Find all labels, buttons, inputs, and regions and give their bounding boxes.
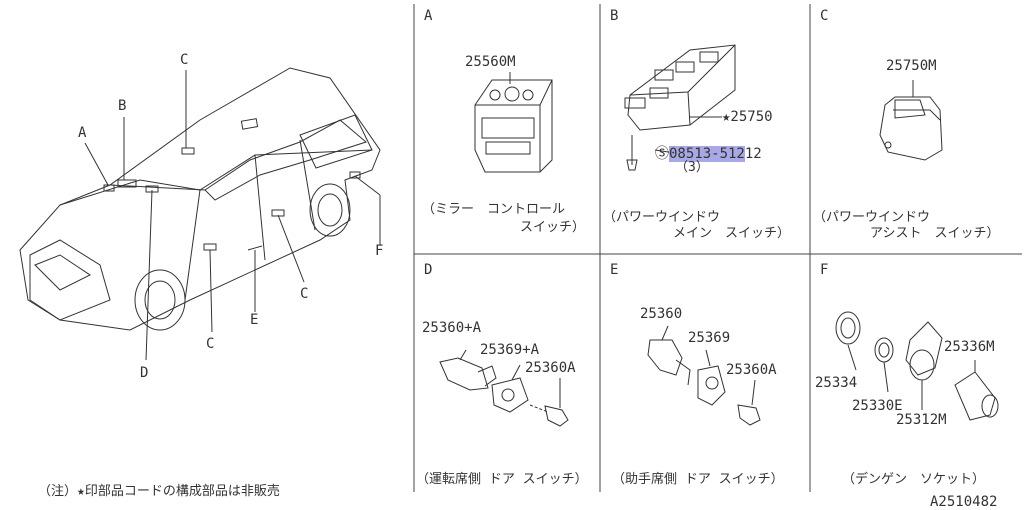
part-25369-label: 25369 [688, 330, 731, 346]
callout-e: E [250, 312, 259, 328]
part-25750-label: ★25750 [722, 109, 773, 125]
part-25334-label: 25334 [815, 375, 858, 391]
part-25369+A-label: 25369+A [480, 342, 540, 358]
part-25750M-label: 25750M [886, 58, 937, 74]
part-25360A-d-label: 25360A [525, 360, 576, 376]
panel-d-caption: （運転席側 ドア スイッチ） [416, 472, 588, 487]
callout-d: D [140, 365, 149, 381]
part-25750M-drawing [879, 80, 943, 161]
panel-b-caption-2: メイン スイッチ） [673, 226, 791, 241]
highlight-08513-512: 08513-512 [669, 146, 745, 162]
part-25336M-drawing [835, 311, 999, 421]
part-25336M-label: 25336M [944, 339, 995, 355]
part-08513-51212-label: Ⓢ08513-51212 [655, 146, 762, 162]
part-25560M-label: 25560M [465, 54, 516, 70]
panel-e-caption: （助手席側 ドア スイッチ） [612, 472, 784, 487]
panel-a-letter: A [424, 8, 433, 24]
callout-b: B [118, 98, 127, 114]
panel-grid [413, 4, 1022, 492]
part-25360A-e-label: 25360A [726, 362, 777, 378]
panel-b-letter: B [610, 8, 619, 24]
panel-a-caption-1: （ミラー コントロール [422, 202, 566, 217]
parts-note: （注）★印部品コードの構成部品は非販売 [38, 484, 280, 499]
callout-leaders [84, 70, 381, 361]
panel-f-letter: F [820, 262, 829, 278]
callout-f: F [375, 243, 384, 259]
panel-e-letter: E [610, 262, 619, 278]
panel-c-caption-2: アシスト スイッチ） [870, 226, 1000, 241]
part-25312M-label: 25312M [896, 412, 947, 428]
callout-a: A [78, 125, 87, 141]
part-25360-drawing [647, 325, 761, 426]
callout-c-front-door: C [206, 336, 215, 352]
diagram-code: A2510482 [930, 494, 998, 510]
part-25360+A-label: 25360+A [422, 320, 482, 336]
part-25750-drawing [624, 44, 736, 171]
vehicle-drawing [19, 67, 381, 331]
panel-a-caption-2: スイッチ） [520, 220, 586, 235]
panel-d-letter: D [424, 262, 433, 278]
part-08513-qty: （3） [675, 160, 709, 175]
part-25360-label: 25360 [640, 306, 683, 322]
callout-c-top: C [180, 52, 189, 68]
panel-c-caption-1: （パワーウインドウ [813, 210, 931, 225]
panel-b-caption-1: （パワーウインドウ [603, 210, 721, 225]
part-25330E-label: 25330E [852, 398, 903, 414]
part-25560M-drawing [474, 72, 553, 173]
part-25360A-drawing [439, 349, 569, 427]
panel-f-caption: （デンゲン ソケット） [842, 472, 986, 487]
callout-c-rear-door: C [300, 286, 309, 302]
panel-c-letter: C [820, 8, 829, 24]
